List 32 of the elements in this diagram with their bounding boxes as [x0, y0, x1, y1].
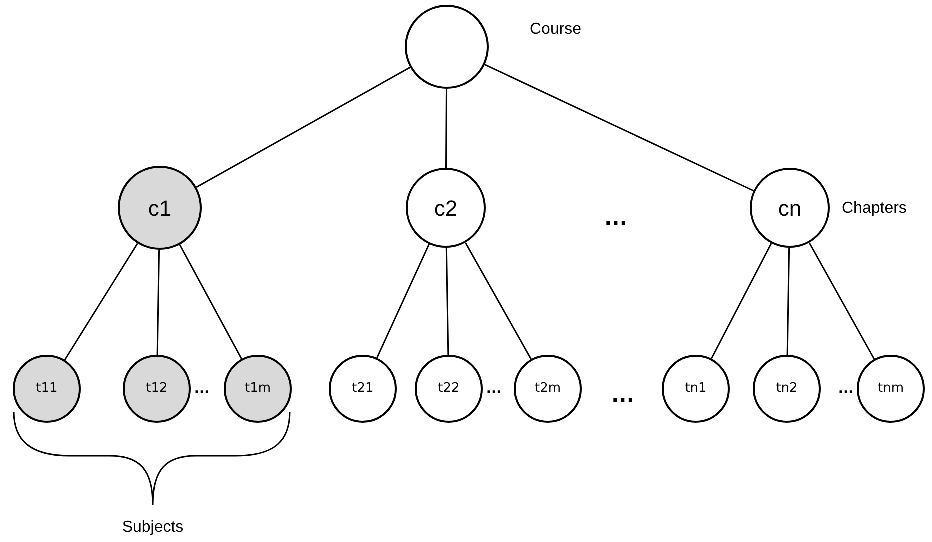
node-label: c1	[148, 194, 172, 222]
node-label: t12	[146, 380, 168, 398]
node-label: c2	[434, 194, 458, 222]
connector-line	[376, 244, 430, 358]
connector-line	[64, 243, 138, 361]
connector-line	[196, 66, 411, 188]
connector-line	[786, 248, 790, 356]
node-label: t1m	[244, 380, 272, 398]
connector-line	[711, 243, 772, 360]
node-label: tn2	[776, 380, 798, 398]
connector-line	[179, 244, 242, 360]
node-label: t21	[352, 380, 374, 398]
connector-line	[808, 242, 876, 360]
ellipsis: …	[194, 381, 210, 397]
connector-line	[484, 64, 754, 192]
node-label: t2m	[534, 380, 562, 398]
bracket-label: Subjects	[122, 518, 184, 538]
level-label: Chapters	[842, 199, 907, 219]
connector-line	[446, 248, 450, 356]
ellipsis: …	[838, 381, 854, 397]
connector-line	[446, 89, 448, 168]
node-label: tnm	[878, 380, 904, 398]
ellipsis: …	[486, 381, 502, 397]
node-label: t22	[438, 380, 460, 398]
connector-line	[156, 250, 160, 356]
node-label: tn1	[685, 380, 707, 398]
node-label: t11	[36, 380, 58, 398]
connector-line	[464, 242, 532, 360]
ellipsis: …	[604, 206, 628, 230]
level-label: Course	[530, 20, 582, 40]
node-label: cn	[778, 194, 802, 222]
ellipsis: …	[611, 383, 635, 407]
